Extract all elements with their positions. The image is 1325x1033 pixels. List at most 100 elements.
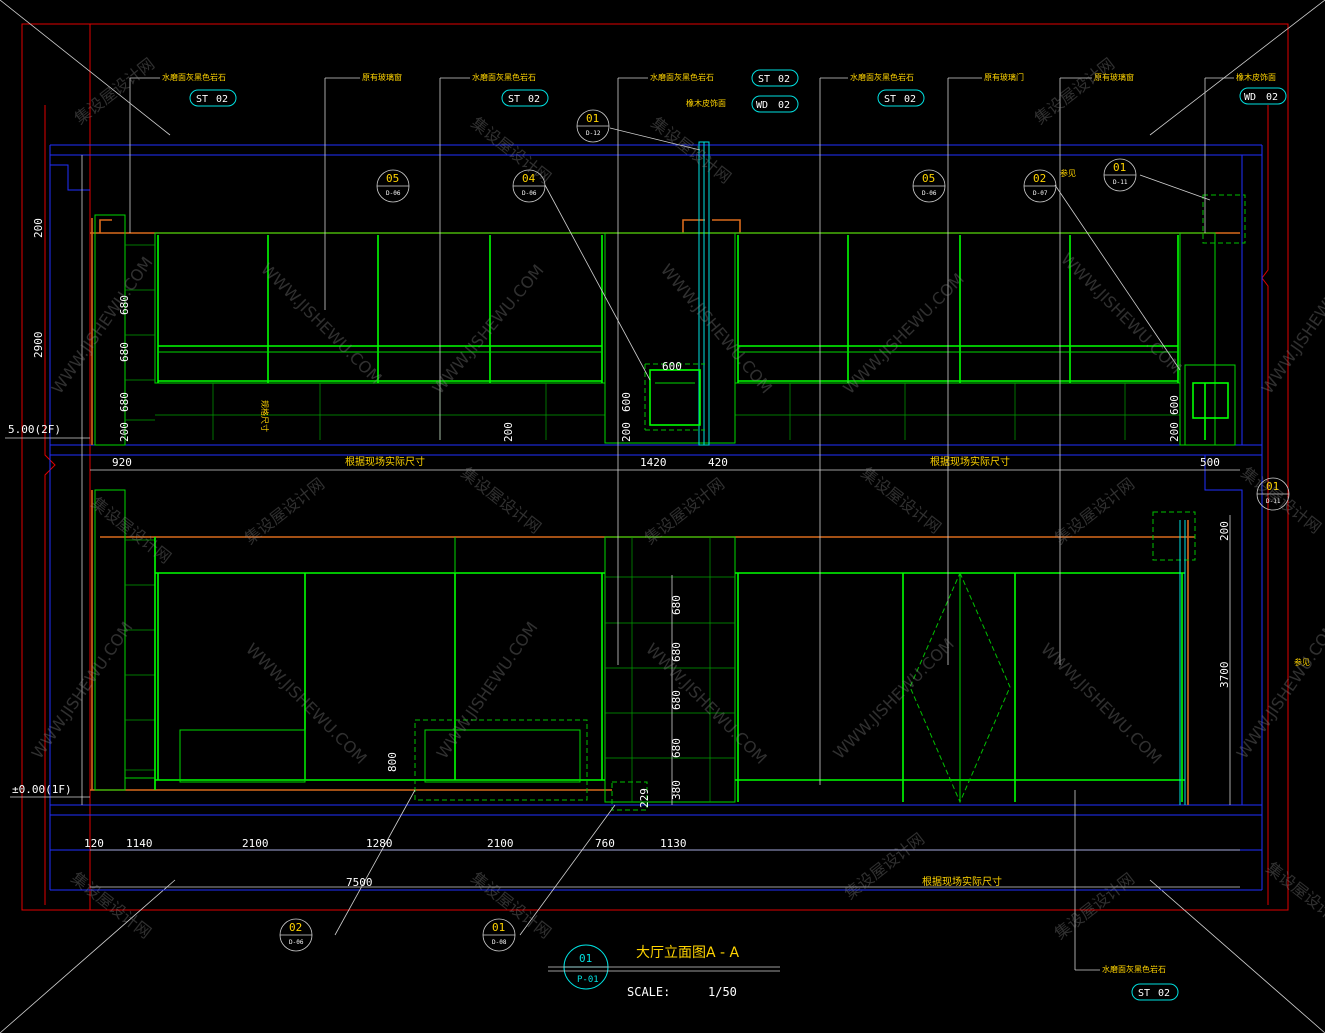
dims-vertical: 200 2900 680 680 680 200 600 600 200 200… [32, 218, 1231, 808]
svg-text:D-12: D-12 [586, 130, 601, 137]
svg-text:200: 200 [502, 422, 515, 442]
svg-text:01: 01 [1113, 161, 1126, 174]
tag-note-1: 水磨面灰黑色岩石 [162, 72, 226, 82]
svg-text:1420: 1420 [640, 456, 667, 469]
svg-text:229: 229 [638, 788, 651, 808]
svg-text:集设屋设计网: 集设屋设计网 [71, 54, 158, 128]
svg-text:集设屋设计网: 集设屋设计网 [1263, 858, 1325, 932]
right-column [1152, 194, 1246, 805]
bubble-2: 04 D-06 [512, 169, 546, 203]
svg-text:WWW.JISHEWU.COM: WWW.JISHEWU.COM [1057, 249, 1185, 377]
bubble-9: 01 D-08 [482, 918, 516, 952]
svg-text:600: 600 [620, 392, 633, 412]
dims-row-lower: 120 1140 2100 1280 2100 760 1130 7500 根据… [84, 837, 1002, 889]
svg-text:680: 680 [118, 392, 131, 412]
svg-text:02: 02 [1033, 172, 1046, 185]
svg-text:D-06: D-06 [289, 939, 304, 946]
svg-text:200: 200 [620, 422, 633, 442]
svg-text:根据现场实际尺寸: 根据现场实际尺寸 [930, 455, 1010, 468]
tag-note-3: 水磨面灰黑色岩石 [472, 72, 536, 82]
tag-num-1: 02 [216, 94, 228, 105]
svg-text:680: 680 [670, 595, 683, 615]
svg-text:680: 680 [670, 690, 683, 710]
svg-text:01: 01 [492, 921, 505, 934]
bubble-7: 01 D-11 [1256, 477, 1290, 511]
svg-text:D-06: D-06 [386, 190, 401, 197]
level-marks: 5.00(2F) ±0.00(1F) [5, 423, 90, 798]
svg-text:水磨面灰黑色岩石: 水磨面灰黑色岩石 [1102, 964, 1166, 974]
svg-text:D-11: D-11 [1266, 498, 1281, 505]
svg-text:D-06: D-06 [922, 190, 937, 197]
svg-text:1130: 1130 [660, 837, 687, 850]
svg-text:1280: 1280 [366, 837, 393, 850]
level-upper: 5.00(2F) [8, 423, 61, 436]
scale-label: SCALE: [627, 985, 670, 999]
svg-text:ST: ST [1138, 988, 1150, 999]
svg-text:680: 680 [670, 738, 683, 758]
svg-text:WWW.JISHEWU.COM: WWW.JISHEWU.COM [657, 260, 776, 397]
tag-note-8: 原有玻璃窗 [1094, 72, 1134, 82]
svg-text:200: 200 [32, 218, 45, 238]
svg-text:WWW.JISHEWU.COM: WWW.JISHEWU.COM [829, 634, 957, 762]
drawing-title: 大厅立面图A - A [636, 945, 740, 961]
title-bubble-top: 01 [579, 952, 592, 965]
svg-text:1140: 1140 [126, 837, 153, 850]
tag-code-9: WD [1244, 92, 1256, 103]
bubble-6: 01 D-11 [1103, 158, 1137, 192]
svg-text:05: 05 [922, 172, 935, 185]
tag-code-4: ST [758, 74, 770, 85]
tag-code-3: ST [508, 94, 520, 105]
tag-note-2: 原有玻璃窗 [362, 72, 402, 82]
svg-text:集设屋设计网: 集设屋设计网 [858, 463, 945, 537]
svg-text:2100: 2100 [242, 837, 269, 850]
left-stone-column [94, 214, 155, 791]
bubble-5: 02 D-07 [1023, 169, 1057, 203]
dims-row-upper: 920 根据现场实际尺寸 1420 420 根据现场实际尺寸 500 [112, 455, 1220, 469]
svg-text:WWW.JISHEWU.COM: WWW.JISHEWU.COM [839, 269, 967, 397]
orange-lines [90, 218, 1240, 805]
svg-text:3700: 3700 [1218, 662, 1231, 689]
lower-glazing [125, 537, 1185, 811]
tag-note-7: 原有玻璃门 [984, 72, 1024, 82]
title-block: 01 P-01 大厅立面图A - A SCALE: 1/50 [548, 944, 780, 999]
bottom-tag: 水磨面灰黑色岩石 ST 02 [1075, 964, 1179, 1001]
bubble-8: 02 D-06 [279, 918, 313, 952]
svg-text:680: 680 [118, 342, 131, 362]
top-tags: 水磨面灰黑色岩石 ST 02 原有玻璃窗 水磨面灰黑色岩石 ST 02 水磨面灰… [130, 69, 1287, 113]
svg-text:2900: 2900 [32, 332, 45, 359]
svg-text:02: 02 [1158, 988, 1170, 999]
svg-text:集设屋设计网: 集设屋设计网 [458, 463, 545, 537]
svg-text:02: 02 [289, 921, 302, 934]
svg-text:200: 200 [1218, 521, 1231, 541]
tag-num-3: 02 [528, 94, 540, 105]
tag-code-6: ST [884, 94, 896, 105]
svg-text:集设屋设计网: 集设屋设计网 [1031, 54, 1118, 128]
scale-value: 1/50 [708, 985, 737, 999]
svg-text:760: 760 [595, 837, 615, 850]
svg-text:D-06: D-06 [522, 190, 537, 197]
leaders [129, 78, 1211, 970]
svg-text:集设屋设计网: 集设屋设计网 [1051, 869, 1138, 943]
reference-bubbles: 05 D-06 04 D-06 01 D-12 05 D-06 02 D-07 … [279, 109, 1290, 952]
svg-text:01: 01 [1266, 480, 1279, 493]
svg-text:380: 380 [670, 780, 683, 800]
side-size-note: 规格尺寸 [260, 400, 270, 432]
bubble-4: 05 D-06 [912, 169, 946, 203]
bubble-1: 05 D-06 [376, 169, 410, 203]
svg-text:2100: 2100 [487, 837, 514, 850]
tag-num-4: 02 [778, 74, 790, 85]
tag-note-4: 水磨面灰黑色岩石 [650, 72, 714, 82]
svg-text:D-11: D-11 [1113, 179, 1128, 186]
svg-text:7500: 7500 [346, 876, 373, 889]
red-frame [21, 23, 1289, 911]
svg-text:WWW.JISHEWU.COM: WWW.JISHEWU.COM [48, 253, 157, 397]
bubble-3: 01 D-12 [576, 109, 610, 143]
svg-text:集设屋设计网: 集设屋设计网 [841, 829, 928, 903]
center-stone-column [604, 141, 736, 803]
svg-text:WWW.JISHEWU.COM: WWW.JISHEWU.COM [642, 639, 770, 767]
svg-text:根据现场实际尺寸: 根据现场实际尺寸 [922, 875, 1002, 888]
tag-code-1: ST [196, 94, 208, 105]
level-lower: ±0.00(1F) [12, 783, 72, 796]
svg-text:200: 200 [1168, 422, 1181, 442]
